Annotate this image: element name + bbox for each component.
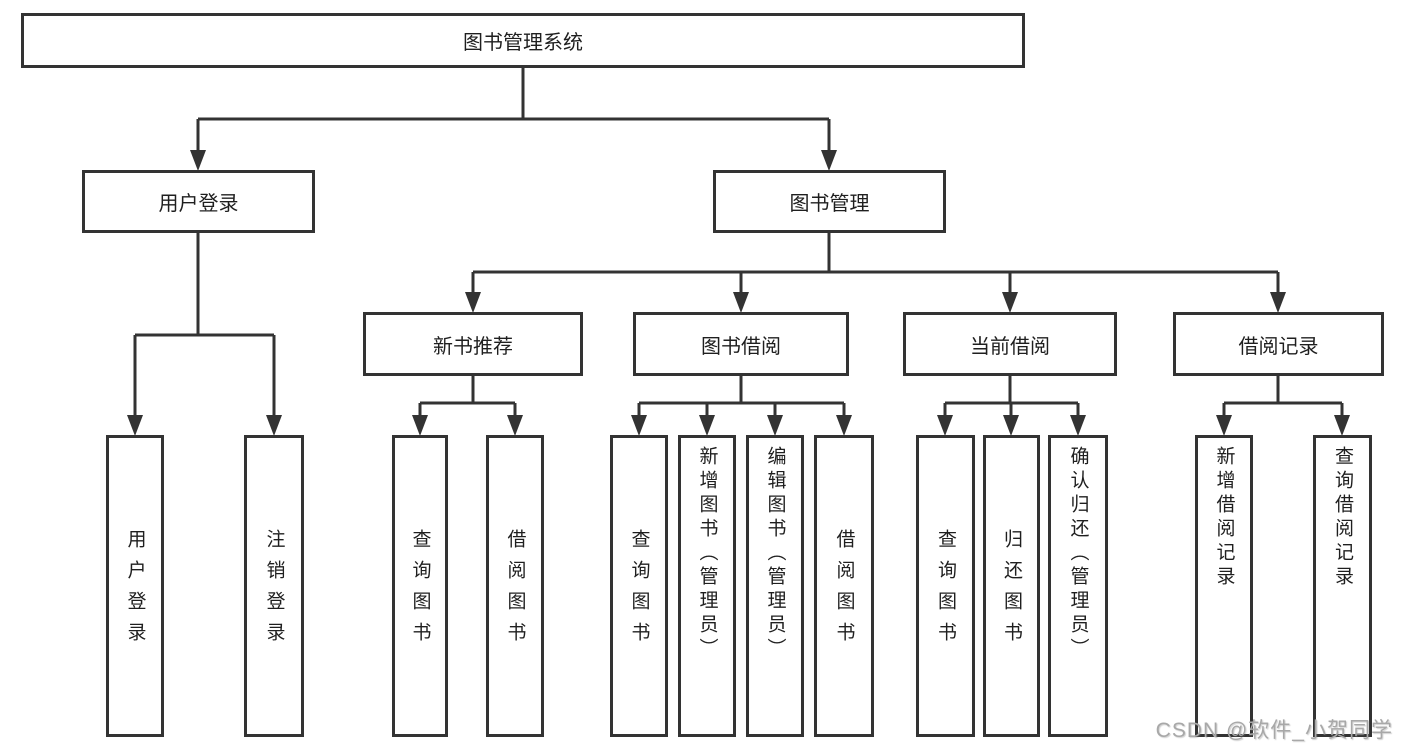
node-user-login-branch: 用户登录	[82, 170, 315, 233]
node-leaf-logout: 注销登录	[244, 435, 304, 737]
node-leaf-user-login: 用户登录	[106, 435, 164, 737]
node-leaf-borrow-book-2: 借阅图书	[814, 435, 874, 737]
node-leaf-add-book-admin: 新增图书（管理员）	[678, 435, 736, 737]
connector-borrow-branch	[637, 376, 846, 419]
node-leaf-borrow-book-1: 借阅图书	[486, 435, 544, 737]
node-new-book-recommend: 新书推荐	[363, 312, 583, 376]
node-borrow-record: 借阅记录	[1173, 312, 1384, 376]
node-book-management-branch: 图书管理	[713, 170, 946, 233]
connector-bookmgmt-branch	[471, 233, 1280, 296]
node-leaf-query-book-1: 查询图书	[392, 435, 448, 737]
connector-login-branch	[133, 233, 276, 419]
node-book-borrow: 图书借阅	[633, 312, 849, 376]
node-current-borrow: 当前借阅	[903, 312, 1117, 376]
connector-root	[196, 68, 831, 154]
watermark: CSDN @软件_小贺同学	[1155, 719, 1393, 742]
node-leaf-query-book-2: 查询图书	[610, 435, 668, 737]
node-leaf-edit-book-admin: 编辑图书（管理员）	[746, 435, 804, 737]
node-leaf-query-book-3: 查询图书	[916, 435, 975, 737]
node-leaf-query-borrow-record: 查询借阅记录	[1313, 435, 1372, 737]
arrowheads	[127, 150, 1350, 436]
node-leaf-confirm-return-admin: 确认归还（管理员）	[1048, 435, 1108, 737]
node-root: 图书管理系统	[21, 13, 1025, 68]
node-leaf-return-book: 归还图书	[983, 435, 1040, 737]
connector-newbook-branch	[418, 376, 517, 419]
connector-current-branch	[943, 376, 1080, 419]
node-leaf-add-borrow-record: 新增借阅记录	[1195, 435, 1253, 737]
connector-record-branch	[1222, 376, 1344, 419]
